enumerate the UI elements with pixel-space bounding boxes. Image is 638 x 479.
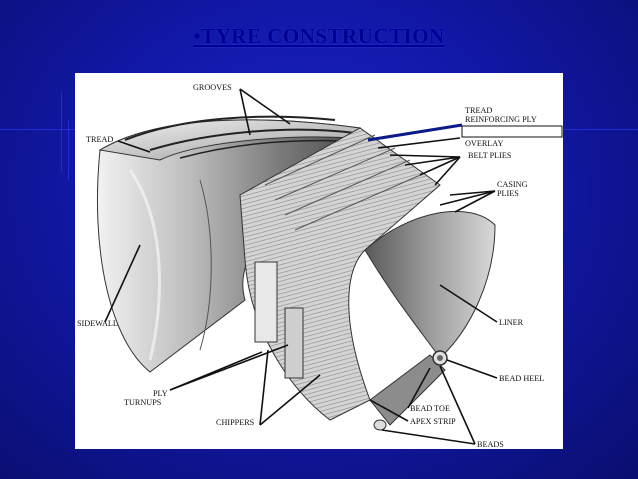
label-casing-plies-line2: PLIES [497,189,519,198]
tyre-diagram: GROOVES TREAD TREAD REINFORCING PLY OVER… [75,73,563,449]
label-overlay: OVERLAY [465,139,503,148]
label-highlight-box [462,126,562,137]
label-sidewall: SIDEWALL [77,319,118,328]
label-tread: TREAD [86,135,113,144]
label-grooves: GROOVES [193,83,232,92]
label-liner: LINER [499,318,524,327]
slide-decor-line-vertical-2 [68,120,69,180]
label-tread-reinforcing-line2: REINFORCING PLY [465,115,537,124]
label-casing-plies-line1: CASING [497,180,528,189]
slide-decor-line-vertical [61,92,62,172]
bead-circle [374,420,386,430]
label-beads: BEADS [477,440,504,449]
label-tread-reinforcing-line1: TREAD [465,106,492,115]
chipper-block [255,262,277,342]
label-apex-strip: APEX STRIP [410,417,456,426]
tyre-bead-shape [370,355,445,425]
turnup-block [285,308,303,378]
label-belt-plies: BELT PLIES [468,151,512,160]
label-bead-toe: BEAD TOE [410,404,450,413]
label-ply-turnups-line2: TURNUPS [124,398,162,407]
slide-title: •TYRE CONSTRUCTION [0,24,638,49]
label-chippers: CHIPPERS [216,418,255,427]
diagram-panel: GROOVES TREAD TREAD REINFORCING PLY OVER… [75,73,563,449]
label-ply-turnups-line1: PLY [153,389,168,398]
label-bead-heel: BEAD HEEL [499,374,544,383]
